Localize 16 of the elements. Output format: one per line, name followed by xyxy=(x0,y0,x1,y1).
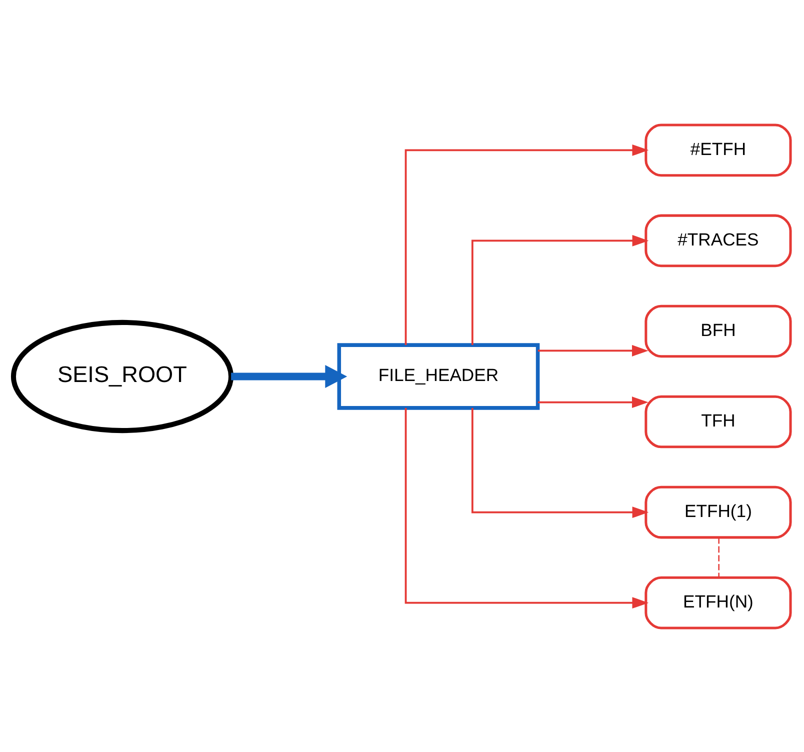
arrow xyxy=(538,396,648,408)
arrow xyxy=(231,364,348,388)
node-box: TFH xyxy=(644,394,792,448)
node-box: #ETFH xyxy=(644,123,792,176)
connector xyxy=(718,537,720,577)
arrow xyxy=(471,234,649,344)
arrow xyxy=(538,344,648,356)
node-box: BFH xyxy=(644,304,792,358)
node-box: ETFH(N) xyxy=(644,576,792,629)
node-box: #TRACES xyxy=(644,214,792,267)
arrow xyxy=(404,144,649,345)
node-box: ETFH(1) xyxy=(644,485,792,538)
arrow xyxy=(471,408,649,518)
arrow xyxy=(404,407,649,608)
node-ellipse: SEIS_ROOT xyxy=(10,319,234,433)
node-box: FILE_HEADER xyxy=(337,342,540,410)
